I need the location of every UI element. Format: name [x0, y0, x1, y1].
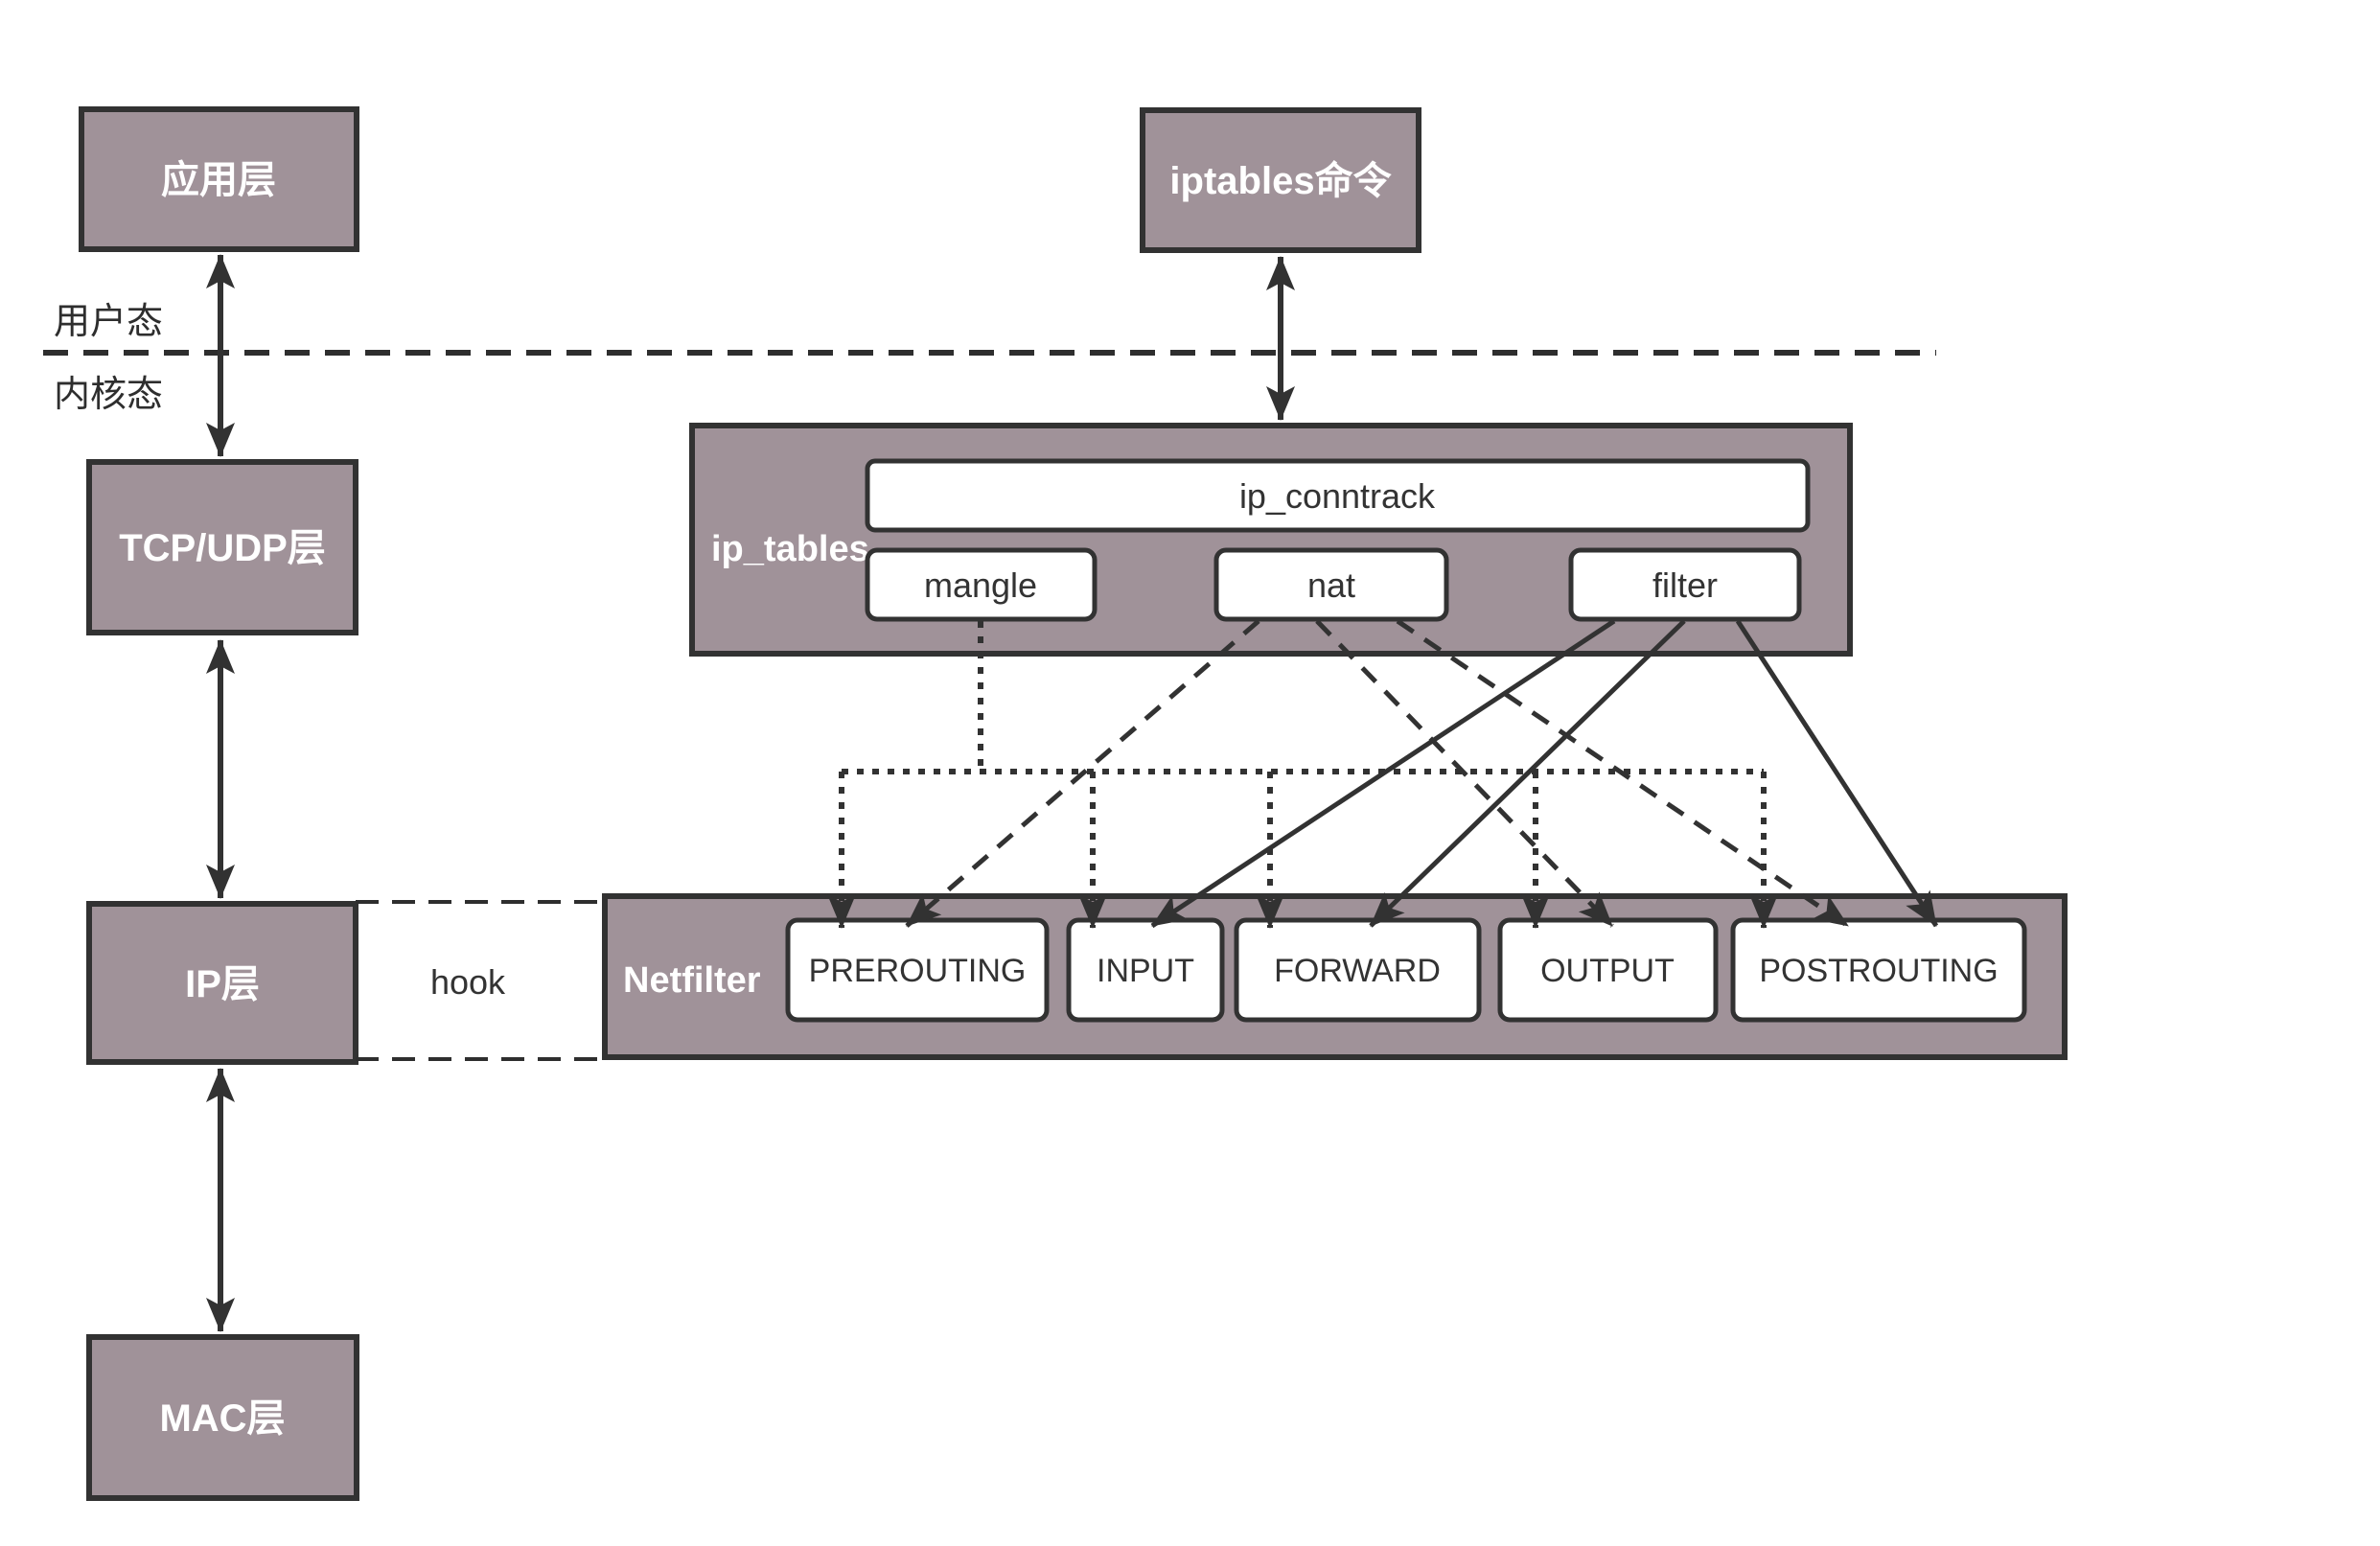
ip-conntrack-label: ip_conntrack	[1239, 476, 1436, 516]
postrouting-chain-box: POSTROUTING	[1730, 917, 2027, 1023]
ip-layer-box: IP层	[86, 901, 358, 1065]
filter-to-input-arrow	[1150, 618, 1616, 929]
filter-table-box: filter	[1568, 547, 1802, 622]
hook-label: hook	[430, 962, 506, 1002]
netfilter-container: Netfilter PREROUTING INPUT FORWARD OUTPU…	[602, 893, 2068, 1060]
nat-to-prerouting-arrow	[905, 619, 1260, 928]
nat-to-output-arrow	[1315, 619, 1614, 928]
forward-chain-box: FORWARD	[1234, 917, 1482, 1023]
kernel-mode-label: 内核态	[54, 375, 163, 415]
mac-layer-box: MAC层	[86, 1334, 359, 1501]
tcp-udp-layer-label: TCP/UDP层	[119, 527, 326, 569]
mac-layer-label: MAC层	[159, 1397, 285, 1440]
ip-tables-container: ip_tables ip_conntrack mangle nat filter	[689, 423, 1853, 657]
user-mode-label: 用户态	[54, 302, 163, 342]
mangle-table-box: mangle	[865, 547, 1098, 622]
input-chain-label: INPUT	[1097, 953, 1194, 989]
prerouting-chain-box: PREROUTING	[785, 917, 1050, 1023]
nat-table-label: nat	[1307, 565, 1355, 605]
app-layer-label: 应用层	[161, 159, 276, 201]
ip-layer-label: IP层	[185, 963, 260, 1005]
filter-to-chains-solid-lines	[1150, 618, 1939, 929]
ip-conntrack-box: ip_conntrack	[865, 458, 1811, 533]
output-chain-label: OUTPUT	[1540, 953, 1675, 989]
iptables-cmd-box: iptables命令	[1140, 107, 1421, 253]
nat-to-chains-dashed-lines	[905, 618, 1850, 929]
iptables-cmd-label: iptables命令	[1169, 159, 1392, 202]
postrouting-chain-label: POSTROUTING	[1759, 953, 1998, 989]
ip-tables-label: ip_tables	[711, 529, 869, 569]
filter-to-postrouting-arrow	[1735, 619, 1939, 928]
forward-chain-label: FORWARD	[1274, 953, 1441, 989]
tcp-udp-layer-box: TCP/UDP层	[86, 459, 358, 635]
nat-to-postrouting-arrow	[1396, 618, 1850, 929]
output-chain-box: OUTPUT	[1497, 917, 1719, 1023]
prerouting-chain-label: PREROUTING	[809, 953, 1027, 989]
nat-table-box: nat	[1213, 547, 1449, 622]
app-layer-box: 应用层	[79, 106, 359, 252]
netfilter-label: Netfilter	[623, 960, 761, 1001]
mangle-table-label: mangle	[924, 565, 1037, 605]
filter-table-label: filter	[1652, 565, 1718, 605]
filter-to-forward-arrow	[1369, 619, 1686, 928]
input-chain-box: INPUT	[1066, 917, 1225, 1023]
